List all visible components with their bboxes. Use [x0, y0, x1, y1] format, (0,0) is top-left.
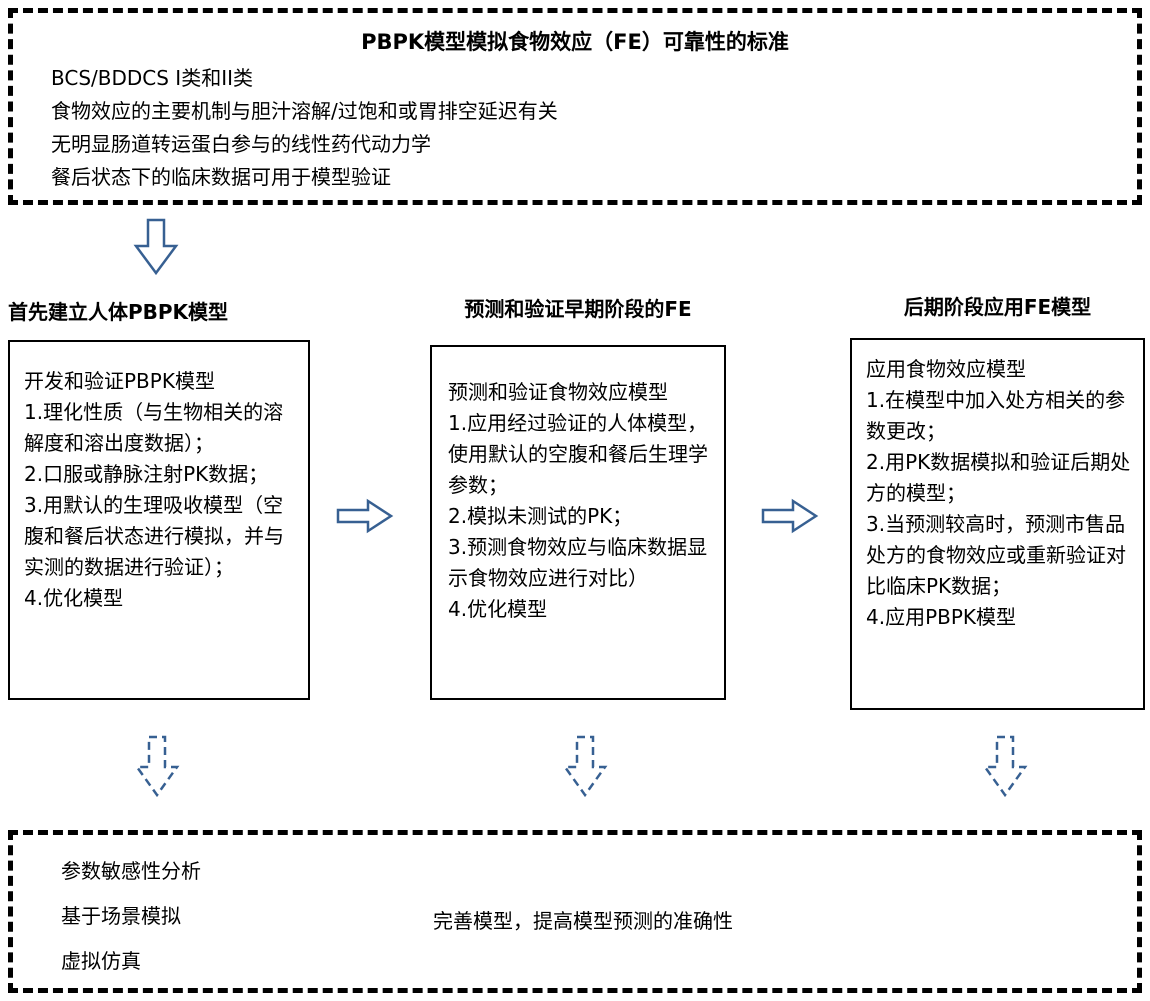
text-line: 虚拟仿真 — [61, 949, 141, 973]
text-line: 3.用默认的生理吸收模型（空腹和餐后状态进行模拟，并与实测的数据进行验证）； — [24, 493, 284, 579]
refinement-box: 参数敏感性分析基于场景模拟虚拟仿真 完善模型，提高模型预测的准确性 — [8, 830, 1142, 993]
text-line: 1.应用经过验证的人体模型，使用默认的空腹和餐后生理学参数； — [448, 411, 708, 497]
column-header-build-human-pbpk: 首先建立人体PBPK模型 — [8, 300, 229, 324]
down-arrow-shape — [133, 218, 179, 276]
text-line: 1.理化性质（与生物相关的溶解度和溶出度数据）； — [24, 400, 284, 455]
text-line: 参数敏感性分析 — [61, 859, 201, 883]
text-line: 4.优化模型 — [24, 586, 124, 610]
text-line: 2.口服或静脉注射PK数据； — [24, 462, 269, 486]
down-arrow-icon — [133, 218, 179, 276]
text-line: 4.优化模型 — [448, 597, 548, 621]
text-line: 4.应用PBPK模型 — [866, 605, 1017, 629]
text-line: 3.当预测较高时，预测市售品处方的食物效应或重新验证对比临床PK数据； — [866, 512, 1126, 598]
dashed-down-arrow-shape — [134, 735, 180, 798]
column-header-late-stage-fe-model: 后期阶段应用FE模型 — [903, 295, 1092, 319]
text-line: 3.预测食物效应与临床数据显示食物效应进行对比） — [448, 535, 708, 590]
text-line: 2.用PK数据模拟和验证后期处方的模型； — [866, 450, 1131, 505]
text-line: 餐后状态下的临床数据可用于模型验证 — [51, 165, 391, 189]
criteria-title: PBPK模型模拟食物效应（FE）可靠性的标准 — [361, 30, 789, 54]
build-model-box: 开发和验证PBPK模型 1.理化性质（与生物相关的溶解度和溶出度数据）； 2.口服或… — [8, 340, 310, 700]
text-line: 应用食物效应模型 — [866, 357, 1026, 381]
right-arrow-shape — [761, 498, 819, 534]
right-arrow-icon — [336, 498, 394, 534]
text-line: 食物效应的主要机制与胆汁溶解/过饱和或胃排空延迟有关 — [51, 99, 558, 123]
criteria-box: PBPK模型模拟食物效应（FE）可靠性的标准 BCS/BDDCS I类和II类食… — [8, 8, 1142, 205]
apply-model-box: 应用食物效应模型 1.在模型中加入处方相关的参数更改； 2.用PK数据模拟和验证后期… — [850, 338, 1145, 710]
text-line: 2.模拟未测试的PK； — [448, 504, 633, 528]
text-line: BCS/BDDCS I类和II类 — [51, 66, 254, 90]
text-line: 基于场景模拟 — [61, 904, 181, 928]
dashed-down-arrow-icon — [982, 735, 1028, 798]
text-line: 预测和验证食物效应模型 — [448, 380, 668, 404]
right-arrow-icon — [761, 498, 819, 534]
column-header-predict-verify-early-fe: 预测和验证早期阶段的FE — [464, 297, 692, 321]
criteria-list: BCS/BDDCS I类和II类食物效应的主要机制与胆汁溶解/过饱和或胃排空延迟… — [51, 62, 1097, 194]
refinement-goal-text: 完善模型，提高模型预测的准确性 — [433, 909, 733, 933]
right-arrow-shape — [336, 498, 394, 534]
text-line: 无明显肠道转运蛋白参与的线性药代动力学 — [51, 132, 431, 156]
dashed-down-arrow-icon — [134, 735, 180, 798]
dashed-down-arrow-shape — [982, 735, 1028, 798]
text-line: 1.在模型中加入处方相关的参数更改； — [866, 388, 1126, 443]
predict-verify-box: 预测和验证食物效应模型 1.应用经过验证的人体模型，使用默认的空腹和餐后生理学参数… — [430, 345, 726, 700]
dashed-down-arrow-icon — [562, 735, 608, 798]
text-line: 开发和验证PBPK模型 — [24, 369, 215, 393]
dashed-down-arrow-shape — [562, 735, 608, 798]
refinement-methods-list: 参数敏感性分析基于场景模拟虚拟仿真 — [61, 861, 201, 996]
